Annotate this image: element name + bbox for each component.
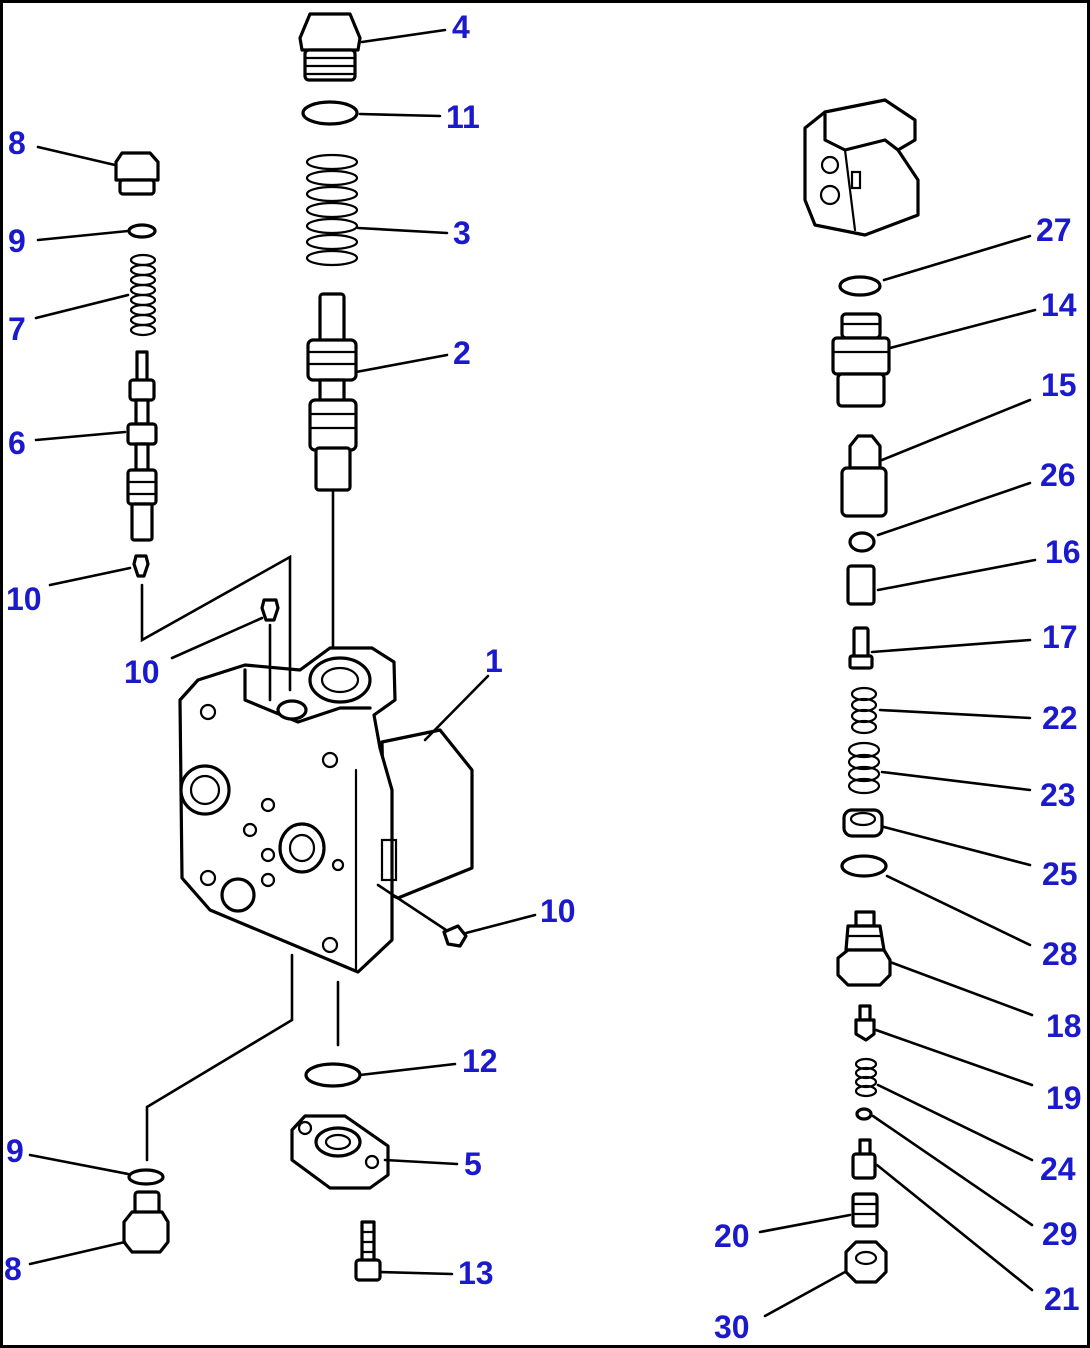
- plug-10-right: [442, 924, 468, 948]
- o-ring-11: [301, 100, 359, 126]
- callout-5: 5: [464, 1146, 482, 1182]
- callout-10: 10: [540, 893, 576, 929]
- plug-4: [298, 12, 362, 82]
- callout-27: 27: [1036, 212, 1072, 248]
- o-ring-9-bottom: [127, 1168, 165, 1186]
- callout-19: 19: [1046, 1080, 1082, 1116]
- piston-6: [126, 350, 158, 542]
- callout-14: 14: [1041, 287, 1077, 323]
- callout-labels: 4 11 8 3 9 7 2 6 10 10 1 10 12 9 5 8 13 …: [4, 9, 1082, 1345]
- callout-7: 7: [8, 311, 26, 347]
- leader-lines: [28, 28, 1037, 1318]
- callout-29: 29: [1042, 1216, 1078, 1252]
- spring-3: [305, 153, 359, 267]
- nut-30: [844, 1240, 888, 1284]
- sleeve-14: [831, 312, 891, 408]
- callout-25: 25: [1042, 856, 1078, 892]
- o-ring-27: [838, 275, 882, 297]
- axis-line-plug-10-right: [376, 883, 448, 932]
- callout-20: 20: [714, 1218, 750, 1254]
- piston-17: [848, 626, 874, 670]
- callout-1: 1: [485, 643, 503, 679]
- o-ring-12: [304, 1062, 362, 1088]
- callout-21: 21: [1044, 1281, 1080, 1317]
- callout-22: 22: [1042, 700, 1078, 736]
- axis-line-left: [140, 554, 292, 692]
- callout-18: 18: [1046, 1008, 1082, 1044]
- valve-body-1: [178, 646, 474, 974]
- o-ring-28: [840, 854, 888, 878]
- callout-13: 13: [458, 1255, 494, 1291]
- plug-8-bottom: [122, 1190, 170, 1254]
- callout-15: 15: [1041, 367, 1077, 403]
- spring-7: [129, 253, 157, 337]
- callout-28: 28: [1042, 936, 1078, 972]
- callout-10: 10: [6, 581, 42, 617]
- seat-16: [846, 564, 876, 606]
- bolt-13: [354, 1220, 382, 1282]
- plug-10-left: [132, 554, 150, 578]
- ring-25: [842, 808, 884, 838]
- poppet-19: [854, 1004, 876, 1042]
- callout-9: 9: [6, 1133, 24, 1169]
- callout-24: 24: [1040, 1151, 1076, 1187]
- callout-3: 3: [453, 215, 471, 251]
- screw-20: [851, 1192, 879, 1228]
- callout-2: 2: [453, 335, 471, 371]
- plug-8-top: [114, 151, 160, 196]
- callout-8: 8: [4, 1251, 22, 1287]
- spring-23: [847, 741, 881, 795]
- callout-9: 9: [8, 223, 26, 259]
- callout-26: 26: [1040, 457, 1076, 493]
- spool-2: [306, 292, 358, 492]
- o-ring-9-top: [127, 223, 157, 239]
- flange-5: [290, 1114, 390, 1190]
- spring-22: [850, 686, 878, 735]
- callout-30: 30: [714, 1309, 750, 1345]
- spring-24: [854, 1057, 878, 1098]
- piston-21: [851, 1138, 877, 1180]
- callout-4: 4: [452, 9, 470, 45]
- callout-10: 10: [124, 654, 160, 690]
- callout-11: 11: [446, 99, 480, 135]
- valve-18: [836, 910, 892, 987]
- seat-26: [848, 531, 876, 553]
- callout-12: 12: [462, 1043, 498, 1079]
- callout-16: 16: [1045, 534, 1081, 570]
- axis-line-bottom-left: [145, 953, 294, 1162]
- callout-6: 6: [8, 425, 26, 461]
- poppet-15: [840, 434, 888, 518]
- callout-8: 8: [8, 125, 26, 161]
- ring-29: [855, 1107, 873, 1121]
- plug-10-upper: [260, 598, 280, 622]
- solenoid-block: [803, 98, 920, 237]
- callout-23: 23: [1040, 777, 1076, 813]
- callout-17: 17: [1042, 619, 1078, 655]
